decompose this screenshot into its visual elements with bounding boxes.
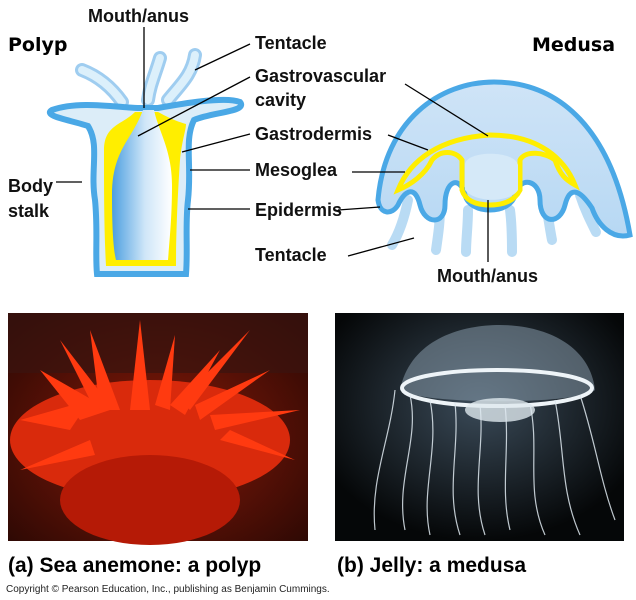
label-tentacle-bottom: Tentacle [255, 245, 327, 265]
label-cavity: cavity [255, 90, 306, 110]
label-tentacle-top: Tentacle [255, 33, 327, 53]
label-body: Body [8, 176, 53, 196]
medusa-gastrovascular-cavity [465, 153, 518, 200]
label-medusa-mouth-anus: Mouth/anus [437, 266, 538, 286]
label-gastrodermis: Gastrodermis [255, 124, 372, 144]
jelly-tentacles [373, 389, 616, 536]
label-gastrovascular: Gastrovascular [255, 66, 386, 86]
medusa-gastrodermis [393, 132, 580, 208]
anemone-tentacles [20, 320, 300, 470]
caption-a: (a) Sea anemone: a polyp [8, 554, 261, 577]
polyp-gastrovascular-cavity [112, 110, 172, 260]
polyp-leader-lines [56, 27, 251, 210]
caption-b: (b) Jelly: a medusa [337, 554, 526, 577]
copyright-text: Copyright © Pearson Education, Inc., pub… [6, 584, 330, 595]
photo-jelly [335, 313, 624, 541]
medusa-leader-lines [337, 83, 489, 262]
label-polyp-mouth-anus: Mouth/anus [88, 6, 189, 26]
shared-labels: Tentacle Gastrovascular cavity Gastroder… [255, 33, 386, 265]
polyp-title: Polyp [8, 34, 67, 56]
label-epidermis: Epidermis [255, 200, 342, 220]
medusa-title: Medusa [532, 34, 615, 56]
label-stalk: stalk [8, 201, 50, 221]
photo-sea-anemone [8, 313, 308, 545]
polyp-diagram: Polyp Mouth/anus Body stalk [8, 6, 251, 277]
medusa-diagram: Medusa Mouth/anus [337, 34, 633, 286]
label-mesoglea: Mesoglea [255, 160, 338, 180]
